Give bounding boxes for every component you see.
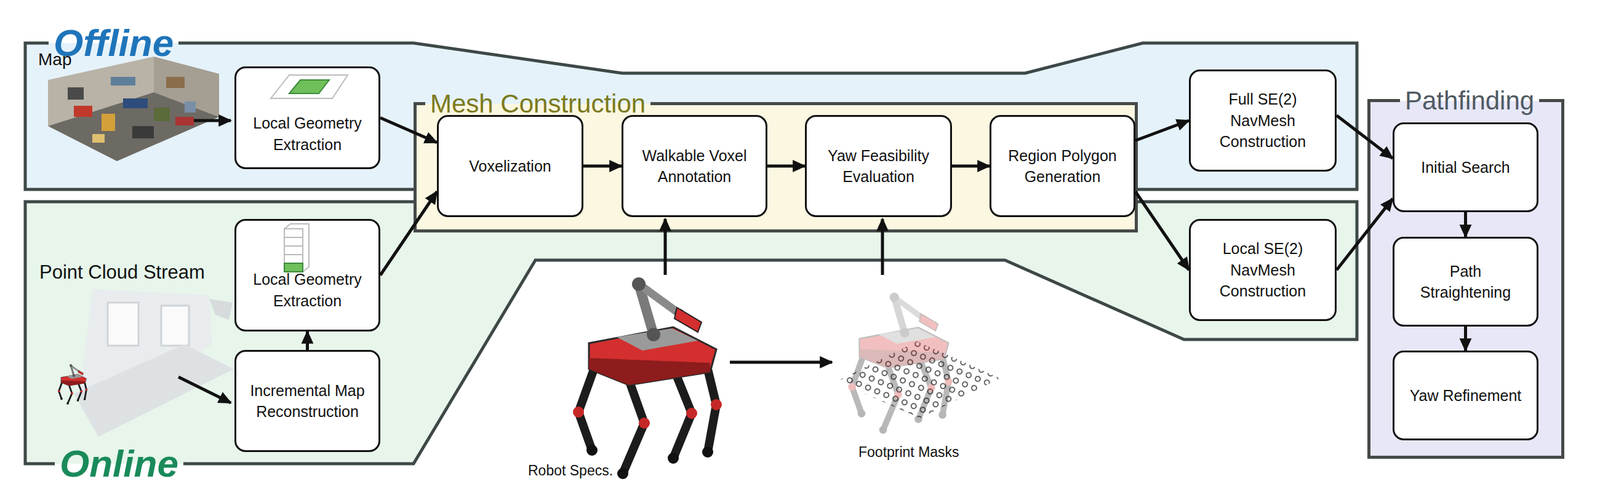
region-outline [25,201,1357,464]
stage-band: PathfindingInitial SearchPath Straighten… [1367,99,1565,460]
box-text: Incremental Map Reconstruction [243,380,372,423]
process-box: Full SE(2) NavMesh Construction [1188,69,1337,172]
masks-label: Footprint Masks [858,444,960,462]
region-outline [25,201,1357,464]
process-box: Walkable Voxel Annotation [621,115,768,218]
process-box: Local Geometry Extraction [234,219,381,332]
box-text: Yaw Feasibility Evaluation [814,145,943,188]
group-title: Online [54,443,184,485]
group-title: Pathfinding [1400,86,1540,115]
box-text: Path Straightening [1404,260,1527,304]
box-text: Local Geometry Extraction [243,268,372,312]
box-text: Voxelization [468,155,551,178]
process-box: Yaw Feasibility Evaluation [804,115,952,218]
footprint-robot [848,292,952,435]
process-box: Voxelization [436,115,584,218]
box-text: Walkable Voxel Annotation [630,145,759,188]
robot-illustration [572,277,722,480]
stage-band: Mesh ConstructionVoxelizationWalkable Vo… [413,102,1138,233]
process-box: Yaw Refinement [1392,350,1539,441]
process-box: Initial Search [1392,122,1539,213]
box-text: Local Geometry Extraction [243,112,372,156]
robot-label: Robot Specs. [528,462,613,480]
process-box: Local SE(2) NavMesh Construction [1188,219,1337,322]
group-title: Mesh Construction [425,89,651,118]
box-text: Full SE(2) NavMesh Construction [1201,88,1324,153]
input-arrow [729,361,832,365]
stream-label: Point Cloud Stream [39,260,205,284]
box-text: Local SE(2) NavMesh Construction [1201,238,1324,303]
box-text: Region Polygon Generation [998,145,1127,188]
process-box: Path Straightening [1392,236,1539,327]
box-text: Yaw Refinement [1409,385,1522,407]
box-text: Initial Search [1420,156,1511,179]
online-region: OnlineLocal Geometry ExtractionIncrement… [25,201,1357,464]
process-box: Incremental Map Reconstruction [234,350,381,453]
map-label: Map [38,49,72,71]
footprint-grid [836,341,1000,419]
process-box: Local Geometry Extraction [234,66,381,170]
process-box: Region Polygon Generation [989,115,1136,218]
